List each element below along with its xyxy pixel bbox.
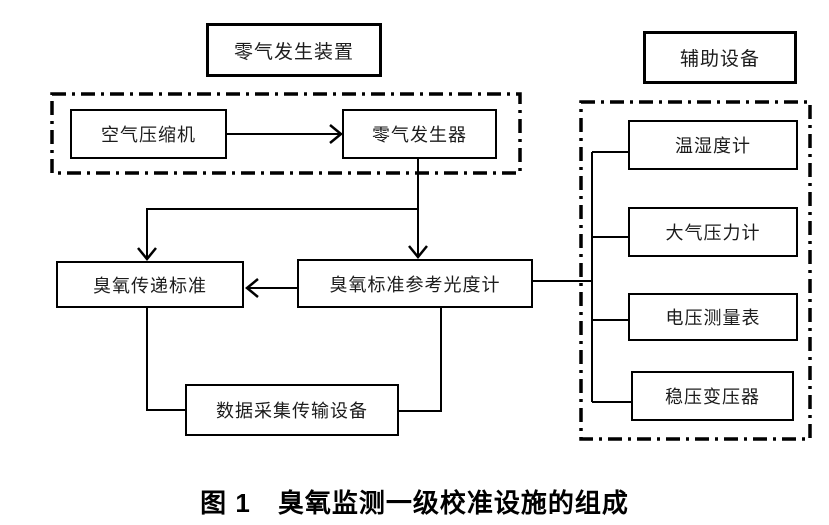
node-label: 臭氧传递标准 [93,275,207,296]
node-label: 大气压力计 [665,223,761,243]
auxiliary-group-border [579,100,812,441]
figure-caption: 图 1 臭氧监测一级校准设施的组成 [200,488,629,518]
group-label-auxiliary-equipment: 辅助设备 [643,31,797,84]
node-label: 数据采集传输设备 [216,401,368,421]
arrowhead-down-icon [137,247,157,261]
group-label-zero-gas-device: 零气发生装置 [206,23,382,77]
group-label-text: 零气发生装置 [233,41,354,63]
node-air-compressor: 空气压缩机 [70,109,227,159]
node-data-acquisition-transmission: 数据采集传输设备 [185,384,399,436]
node-label: 空气压缩机 [101,125,196,145]
node-voltmeter: 电压测量表 [628,293,798,341]
node-label: 零气发生器 [372,125,467,145]
node-hygrothermograph: 温湿度计 [628,120,798,170]
node-zero-gas-generator: 零气发生器 [342,109,497,159]
group-label-text: 辅助设备 [679,49,760,70]
node-label: 稳压变压器 [665,387,760,407]
node-label: 电压测量表 [665,308,761,328]
arrowhead-down-icon [408,245,428,259]
line-photometer-to-data [399,308,442,412]
node-label: 臭氧标准参考光度计 [329,274,501,295]
zero-gas-group-border [50,92,522,175]
node-barometer: 大气压力计 [628,207,798,257]
arrowhead-right-icon [329,124,343,144]
arrowhead-left-icon [245,278,259,298]
node-label: 温湿度计 [675,136,751,156]
node-voltage-stabilizer: 稳压变压器 [631,371,794,421]
node-ozone-standard-reference-photometer: 臭氧标准参考光度计 [297,259,533,308]
node-ozone-transfer-standard: 臭氧传递标准 [56,261,244,308]
line-transfer-to-data [146,308,185,411]
